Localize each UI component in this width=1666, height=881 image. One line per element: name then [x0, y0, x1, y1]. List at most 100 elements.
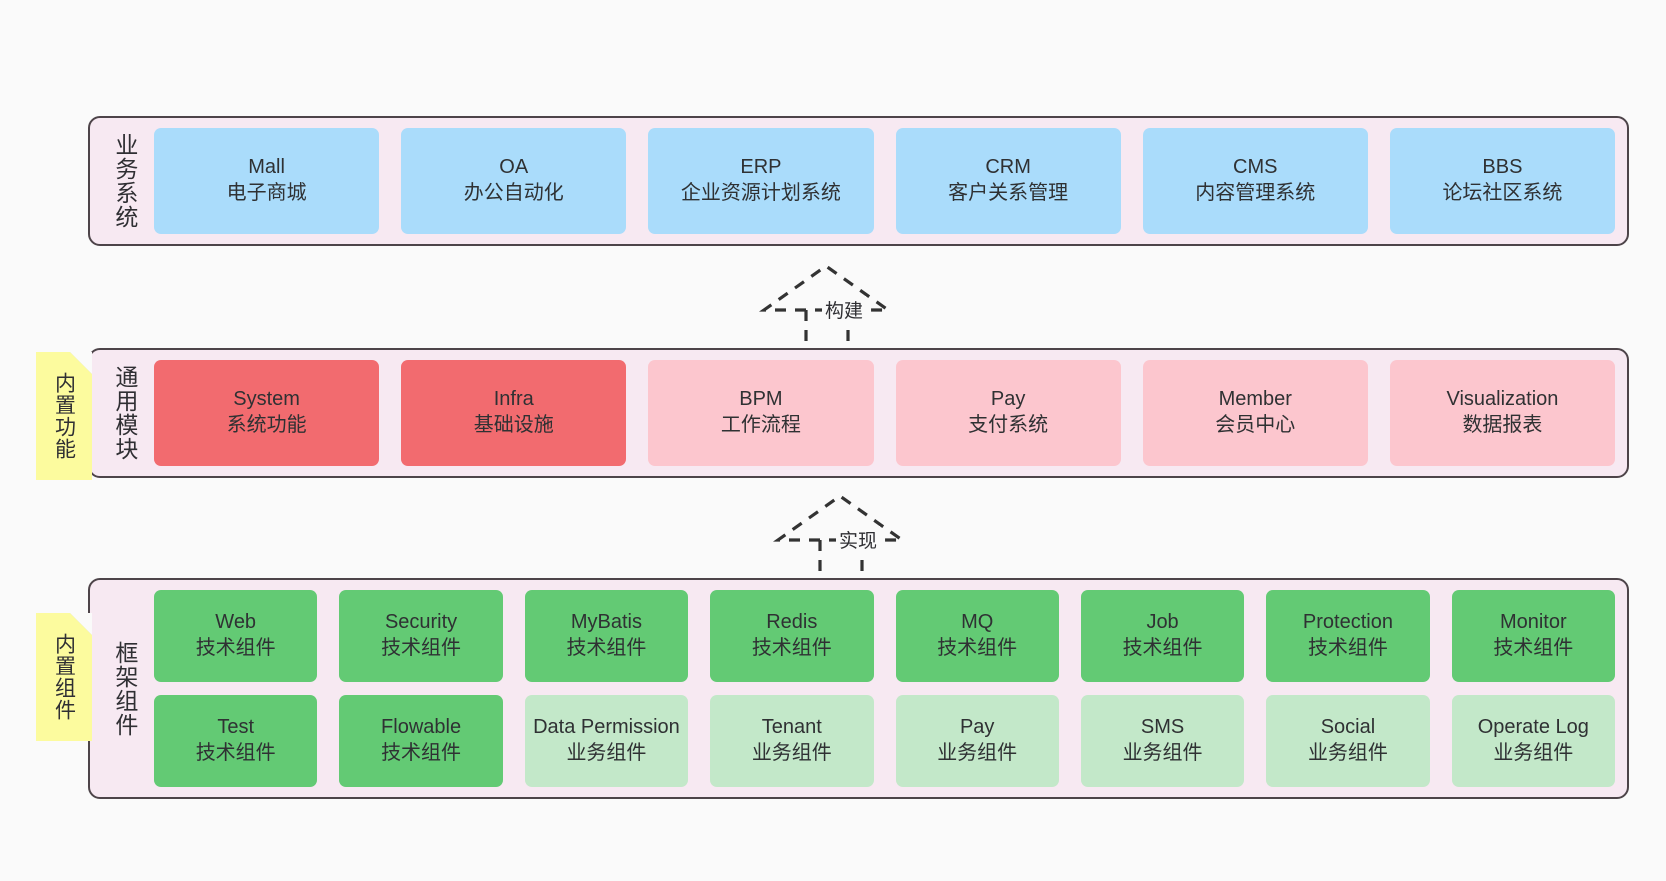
- node-label-cn: 业务组件: [937, 742, 1018, 764]
- node-label-en: Social: [1320, 716, 1376, 739]
- node-label-cn: 技术组件: [566, 637, 647, 659]
- node-crm[interactable]: CRM 客户关系管理: [895, 128, 1121, 234]
- node-row: System 系统功能 Infra 基础设施 BPM 工作流程 Pay 支付系统…: [154, 360, 1616, 466]
- node-row-tech: Web 技术组件 Security 技术组件 MyBatis 技术组件 Redi…: [154, 590, 1615, 682]
- node-security[interactable]: Security 技术组件: [339, 590, 503, 682]
- node-label-cn: 企业资源计划系统: [680, 182, 841, 204]
- node-label-en: SMS: [1140, 716, 1185, 739]
- node-redis[interactable]: Redis 技术组件: [710, 590, 874, 682]
- layer-body-business-system: Mall 电子商城 OA 办公自动化 ERP 企业资源计划系统 CRM 客户关系…: [146, 128, 1616, 234]
- node-system[interactable]: System 系统功能: [154, 360, 380, 466]
- node-data-permission[interactable]: Data Permission 业务组件: [524, 695, 689, 787]
- node-label-en: Redis: [766, 611, 818, 634]
- node-web[interactable]: Web 技术组件: [154, 590, 318, 682]
- node-mybatis[interactable]: MyBatis 技术组件: [524, 590, 689, 682]
- node-label-en: System: [233, 388, 300, 411]
- node-label-en: ERP: [740, 156, 782, 179]
- sticky-note-builtin-feature[interactable]: 内置功能: [36, 352, 92, 480]
- node-label-cn: 业务组件: [751, 742, 832, 764]
- node-label-cn: 电子商城: [226, 182, 307, 204]
- node-label-cn: 业务组件: [566, 742, 647, 764]
- node-monitor[interactable]: Monitor 技术组件: [1451, 590, 1615, 682]
- node-member[interactable]: Member 会员中心: [1142, 360, 1368, 466]
- node-label-en: Pay: [959, 716, 995, 739]
- node-row-business: Test 技术组件 Flowable 技术组件 Data Permission …: [154, 695, 1615, 787]
- node-label-en: Protection: [1302, 611, 1393, 634]
- node-bpm[interactable]: BPM 工作流程: [648, 360, 874, 466]
- node-oa[interactable]: OA 办公自动化: [401, 128, 627, 234]
- node-label-en: Infra: [493, 388, 534, 411]
- node-label-en: OA: [499, 156, 529, 179]
- node-operate-log[interactable]: Operate Log 业务组件: [1451, 695, 1615, 787]
- layer-body-common-modules: System 系统功能 Infra 基础设施 BPM 工作流程 Pay 支付系统…: [146, 360, 1616, 466]
- node-label-en: Web: [215, 611, 257, 634]
- node-cms[interactable]: CMS 内容管理系统: [1142, 128, 1368, 234]
- node-label-en: Monitor: [1499, 611, 1567, 634]
- sticky-note-label: 内置功能: [52, 372, 76, 460]
- layer-title-business-system: 业务系统: [111, 133, 138, 229]
- node-label-en: Visualization: [1446, 388, 1559, 411]
- layer-common-modules[interactable]: 通用模块 System 系统功能 Infra 基础设施 BPM 工作流程 Pay…: [88, 348, 1629, 478]
- node-row: Mall 电子商城 OA 办公自动化 ERP 企业资源计划系统 CRM 客户关系…: [154, 128, 1616, 234]
- node-job[interactable]: Job 技术组件: [1080, 590, 1245, 682]
- node-label-en: BPM: [739, 388, 783, 411]
- node-label-cn: 支付系统: [968, 414, 1049, 436]
- node-infra[interactable]: Infra 基础设施: [401, 360, 627, 466]
- node-label-cn: 工作流程: [720, 414, 801, 436]
- node-sms[interactable]: SMS 业务组件: [1080, 695, 1245, 787]
- node-flowable[interactable]: Flowable 技术组件: [339, 695, 503, 787]
- node-label-en: Data Permission: [533, 716, 680, 739]
- node-label-en: MQ: [961, 611, 994, 634]
- node-erp[interactable]: ERP 企业资源计划系统: [648, 128, 874, 234]
- node-pay-module[interactable]: Pay 支付系统: [895, 360, 1121, 466]
- node-protection[interactable]: Protection 技术组件: [1266, 590, 1430, 682]
- node-label-cn: 客户关系管理: [948, 182, 1069, 204]
- layer-business-system[interactable]: 业务系统 Mall 电子商城 OA 办公自动化 ERP 企业资源计划系统 CRM…: [88, 116, 1629, 246]
- connector-implement: 实现: [772, 492, 974, 580]
- node-label-en: Flowable: [381, 716, 462, 739]
- node-label-cn: 业务组件: [1307, 742, 1388, 764]
- layer-framework-components[interactable]: 框架组件 Web 技术组件 Security 技术组件 MyBatis 技术组件…: [88, 578, 1629, 799]
- node-label-cn: 内容管理系统: [1195, 182, 1316, 204]
- node-label-en: Security: [384, 611, 458, 634]
- node-label-en: Tenant: [761, 716, 822, 739]
- node-label-en: Mall: [248, 156, 285, 179]
- node-label-cn: 论坛社区系统: [1442, 182, 1563, 204]
- node-mq[interactable]: MQ 技术组件: [895, 590, 1059, 682]
- node-label-cn: 技术组件: [1493, 637, 1574, 659]
- sticky-note-label: 内置组件: [52, 633, 76, 721]
- node-mall[interactable]: Mall 电子商城: [154, 128, 380, 234]
- connector-label-build: 构建: [822, 296, 867, 323]
- node-label-cn: 办公自动化: [463, 182, 564, 204]
- node-test[interactable]: Test 技术组件: [154, 695, 318, 787]
- node-label-cn: 会员中心: [1215, 414, 1296, 436]
- node-label-en: CMS: [1233, 156, 1278, 179]
- node-label-en: Operate Log: [1477, 716, 1589, 739]
- node-label-cn: 技术组件: [751, 637, 832, 659]
- node-label-en: MyBatis: [570, 611, 642, 634]
- node-label-en: Pay: [990, 388, 1026, 411]
- node-label-cn: 技术组件: [937, 637, 1018, 659]
- node-label-en: Job: [1146, 611, 1179, 634]
- node-label-en: CRM: [985, 156, 1031, 179]
- node-label-cn: 数据报表: [1462, 414, 1543, 436]
- node-social[interactable]: Social 业务组件: [1266, 695, 1430, 787]
- node-label-cn: 业务组件: [1122, 742, 1203, 764]
- node-bbs[interactable]: BBS 论坛社区系统: [1389, 128, 1616, 234]
- node-label-cn: 系统功能: [226, 414, 307, 436]
- connector-label-implement: 实现: [836, 526, 881, 553]
- node-tenant[interactable]: Tenant 业务组件: [710, 695, 874, 787]
- sticky-note-builtin-component[interactable]: 内置组件: [36, 613, 92, 741]
- connector-build: 构建: [758, 262, 960, 350]
- node-visualization[interactable]: Visualization 数据报表: [1389, 360, 1616, 466]
- node-label-en: BBS: [1482, 156, 1523, 179]
- node-label-cn: 基础设施: [473, 414, 554, 436]
- node-label-cn: 技术组件: [1307, 637, 1388, 659]
- node-pay-component[interactable]: Pay 业务组件: [895, 695, 1059, 787]
- node-label-cn: 技术组件: [195, 742, 276, 764]
- node-label-cn: 技术组件: [195, 637, 276, 659]
- layer-title-common-modules: 通用模块: [111, 365, 138, 461]
- node-label-cn: 技术组件: [381, 637, 462, 659]
- layer-title-framework-components: 框架组件: [111, 640, 138, 737]
